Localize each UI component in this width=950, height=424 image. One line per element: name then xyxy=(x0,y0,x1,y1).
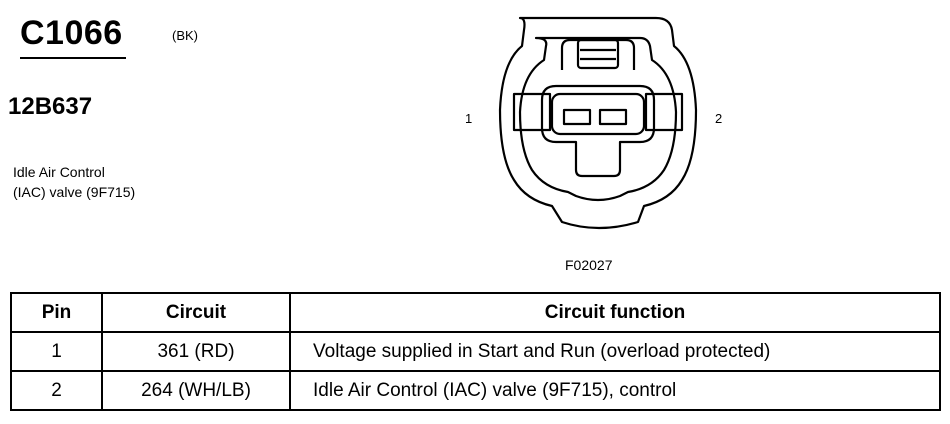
description-line-1: Idle Air Control xyxy=(13,164,105,180)
connector-id-underline xyxy=(20,57,126,59)
connector-face-diagram xyxy=(498,16,698,230)
pin-cavity-body xyxy=(540,84,656,178)
circuit-function-cell: Voltage supplied in Start and Run (overl… xyxy=(289,331,941,372)
table-header-row: Pin Circuit Circuit function xyxy=(10,292,941,333)
connector-color: (BK) xyxy=(172,28,198,43)
pin-cell: 1 xyxy=(10,331,103,372)
connector-description: Idle Air Control (IAC) valve (9F715) xyxy=(13,162,135,202)
description-line-2: (IAC) valve (9F715) xyxy=(13,184,136,200)
pin-cavity-outline xyxy=(550,92,646,136)
header-pin: Pin xyxy=(10,292,103,333)
terminal-pin-2 xyxy=(598,108,628,126)
terminal-pin-1 xyxy=(562,108,592,126)
connector-housing-inner xyxy=(518,36,678,202)
locking-tab xyxy=(560,38,636,70)
part-number: 12B637 xyxy=(8,93,93,120)
connector-id: C1066 xyxy=(20,14,123,52)
right-rib xyxy=(644,92,684,132)
left-rib xyxy=(512,92,552,132)
circuit-cell: 264 (WH/LB) xyxy=(101,370,291,411)
table-row: 1 361 (RD) Voltage supplied in Start and… xyxy=(10,331,941,372)
circuit-cell: 361 (RD) xyxy=(101,331,291,372)
locking-tab-button xyxy=(576,38,620,70)
pin-2-label: 2 xyxy=(715,111,723,126)
circuit-function-cell: Idle Air Control (IAC) valve (9F715), co… xyxy=(289,370,941,411)
table-row: 2 264 (WH/LB) Idle Air Control (IAC) val… xyxy=(10,370,941,411)
figure-code: F02027 xyxy=(565,257,613,273)
pin-cell: 2 xyxy=(10,370,103,411)
pin-1-label: 1 xyxy=(465,111,473,126)
header-circuit: Circuit xyxy=(101,292,291,333)
header-circuit-function: Circuit function xyxy=(289,292,941,333)
connector-housing-outer xyxy=(498,16,698,230)
pin-table: Pin Circuit Circuit function 1 361 (RD) … xyxy=(10,292,941,411)
